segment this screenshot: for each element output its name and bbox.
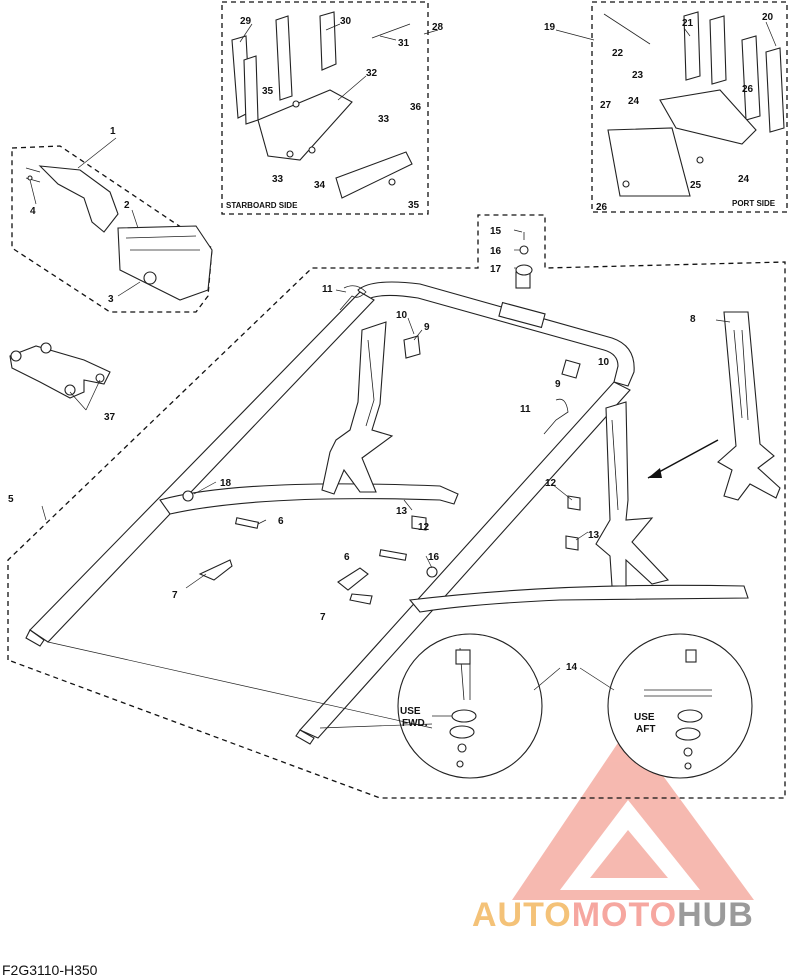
use-fwd-line2: FWD. <box>402 718 428 729</box>
fasteners <box>182 335 581 605</box>
callout-10b: 10 <box>598 357 610 368</box>
callout-8: 8 <box>690 314 696 325</box>
part-8-brace <box>647 311 781 501</box>
callout-25: 25 <box>690 180 702 191</box>
port-side-label: PORT SIDE <box>732 199 776 208</box>
watermark-logo-icon <box>512 728 754 900</box>
callout-26b: 26 <box>596 202 608 213</box>
callout-12a: 12 <box>418 522 430 533</box>
callout-22: 22 <box>612 48 624 59</box>
callout-6b: 6 <box>344 552 350 563</box>
callout-14: 14 <box>566 662 578 673</box>
callout-16a: 16 <box>490 246 502 257</box>
callout-7b: 7 <box>320 612 326 623</box>
callout-24b: 24 <box>738 174 750 185</box>
callout-34: 34 <box>314 180 326 191</box>
callout-11a: 11 <box>322 284 333 295</box>
tower-frame <box>25 271 749 745</box>
callout-9a: 9 <box>424 322 430 333</box>
use-aft-line2: AFT <box>636 724 655 735</box>
callout-27: 27 <box>600 100 612 111</box>
part-11-spring <box>339 285 367 311</box>
callout-15: 15 <box>490 226 502 237</box>
rod-holder-assembly <box>25 165 213 301</box>
callout-18: 18 <box>220 478 232 489</box>
callout-7a: 7 <box>172 590 178 601</box>
callout-36: 36 <box>410 102 422 113</box>
group-outline-starboard <box>221 1 429 215</box>
callout-32: 32 <box>366 68 378 79</box>
starboard-detail <box>231 11 413 199</box>
callout-33b: 33 <box>272 174 284 185</box>
callout-6a: 6 <box>278 516 284 527</box>
callout-11b: 11 <box>520 404 531 415</box>
callout-35b: 35 <box>408 200 420 211</box>
callout-30: 30 <box>340 16 352 27</box>
callout-3: 3 <box>108 294 114 305</box>
callout-23: 23 <box>632 70 644 81</box>
callout-9b: 9 <box>555 379 561 390</box>
group-outline-main <box>7 214 786 799</box>
watermark-moto: MOTO <box>571 896 678 934</box>
callout-35a: 35 <box>262 86 274 97</box>
group-outline-rod-holder <box>11 145 213 313</box>
callout-1: 1 <box>110 126 116 137</box>
callout-16b: 16 <box>428 552 440 563</box>
watermark-hub: HUB <box>677 896 754 934</box>
watermark-auto: AUTO <box>472 896 572 934</box>
callout-13b: 13 <box>588 530 600 541</box>
callout-leaders <box>29 21 777 729</box>
detail-circle-aft <box>607 633 753 779</box>
callout-33a: 33 <box>378 114 390 125</box>
group-outline-port <box>591 1 788 213</box>
part-11-spring-right <box>543 398 569 435</box>
callout-4: 4 <box>30 206 36 217</box>
star-brace-right <box>595 401 670 587</box>
use-fwd-line1: USE <box>400 706 421 717</box>
callout-28: 28 <box>432 22 444 33</box>
callout-19: 19 <box>544 22 556 33</box>
port-detail <box>603 11 785 197</box>
use-aft-line1: USE <box>634 712 655 723</box>
watermark-text: AUTOMOTOHUB <box>472 896 754 935</box>
part-37-bracket <box>9 342 111 399</box>
callout-26a: 26 <box>742 84 754 95</box>
callout-24a: 24 <box>628 96 640 107</box>
starboard-side-label: STARBOARD SIDE <box>226 201 298 210</box>
callout-31: 31 <box>398 38 410 49</box>
top-mount-parts <box>515 232 533 276</box>
callout-5: 5 <box>8 494 14 505</box>
callout-29: 29 <box>240 16 252 27</box>
callout-17: 17 <box>490 264 502 275</box>
detail-circle-fwd <box>397 633 543 779</box>
callout-10a: 10 <box>396 310 408 321</box>
callout-37: 37 <box>104 412 116 423</box>
callout-13a: 13 <box>396 506 408 517</box>
callout-labels: 1 2 3 4 5 6 6 7 7 8 9 9 10 10 11 11 12 1… <box>8 12 776 735</box>
diagram-code: F2G3110-H350 <box>2 962 98 978</box>
star-brace-left <box>321 321 394 495</box>
callout-12b: 12 <box>545 478 557 489</box>
callout-2: 2 <box>124 200 130 211</box>
callout-21: 21 <box>682 18 694 29</box>
callout-20: 20 <box>762 12 774 23</box>
